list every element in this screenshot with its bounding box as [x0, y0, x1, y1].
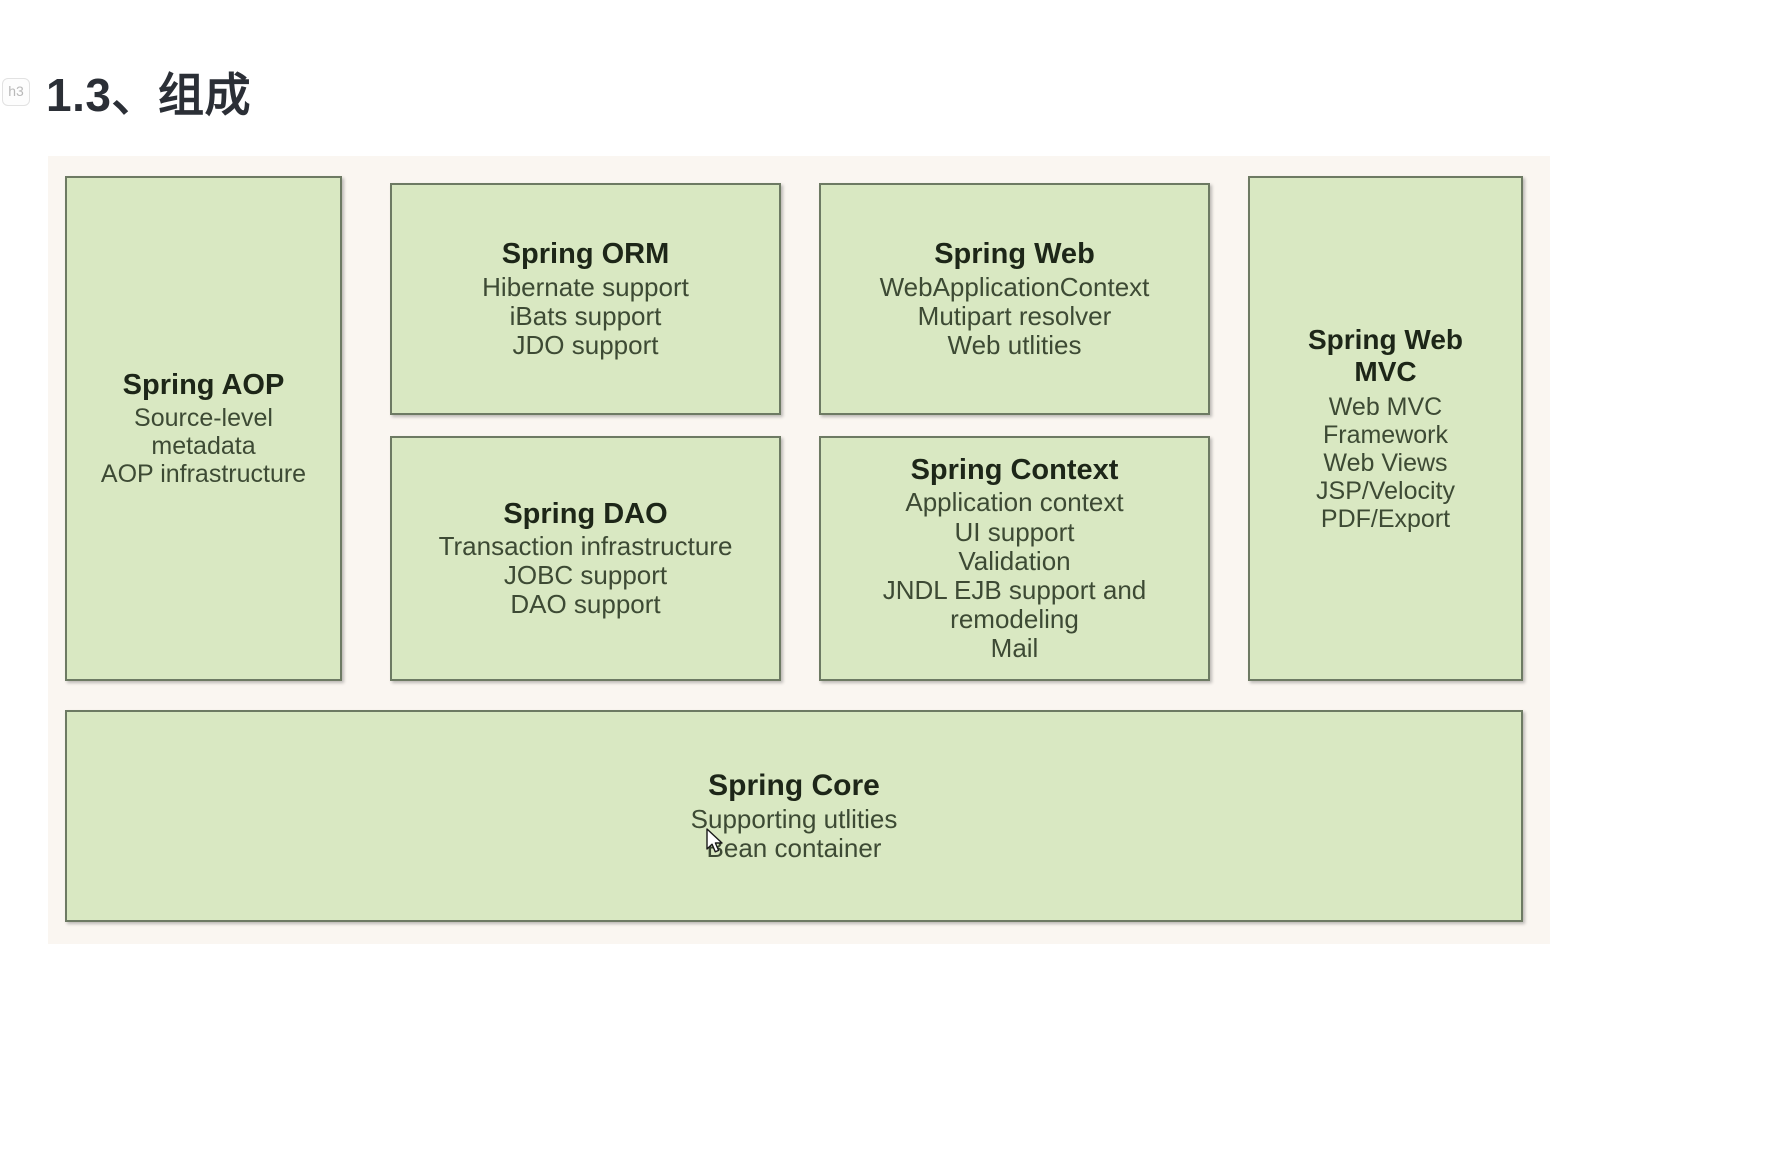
box-title: Spring Context: [910, 453, 1119, 486]
diagram-box-spring-orm: Spring ORM Hibernate support iBats suppo…: [390, 183, 781, 415]
box-line: JNDL EJB support and: [882, 574, 1147, 605]
box-line: JSP/Velocity: [1316, 476, 1455, 505]
spring-architecture-diagram: Spring AOP Source-level metadata AOP inf…: [48, 156, 1550, 944]
box-line: JOBC support: [503, 560, 668, 591]
box-lines: WebApplicationContext Mutipart resolver …: [879, 271, 1150, 360]
box-title: Spring DAO: [503, 497, 668, 530]
box-line: Mutipart resolver: [917, 300, 1112, 331]
diagram-box-spring-aop: Spring AOP Source-level metadata AOP inf…: [65, 176, 342, 681]
box-title: Spring ORM: [501, 238, 670, 271]
diagram-box-spring-context: Spring Context Application context UI su…: [819, 436, 1210, 681]
box-line: Validation: [958, 545, 1071, 576]
box-line: iBats support: [509, 300, 662, 331]
diagram-box-spring-web: Spring Web WebApplicationContext Mutipar…: [819, 183, 1210, 415]
box-line: metadata: [151, 431, 256, 460]
box-lines: Source-level metadata AOP infrastructure: [101, 404, 306, 488]
box-lines: Supporting utlities Bean container: [690, 803, 898, 863]
box-line: Web Views: [1323, 448, 1448, 477]
box-title: Spring Web MVC: [1307, 324, 1464, 387]
page-heading: h3 1.3、组成: [0, 56, 1790, 128]
box-lines: Web MVC Framework Web Views JSP/Velocity…: [1316, 393, 1455, 533]
box-line: Transaction infrastructure: [438, 531, 733, 562]
box-line: Web MVC: [1328, 392, 1443, 421]
box-line: Mail: [990, 632, 1039, 663]
box-line: Application context: [905, 487, 1124, 518]
box-line: DAO support: [510, 589, 661, 620]
heading-level-badge: h3: [2, 78, 30, 106]
diagram-box-spring-core: Spring Core Supporting utlities Bean con…: [65, 710, 1523, 922]
box-line: WebApplicationContext: [879, 271, 1150, 302]
diagram-box-spring-web-mvc: Spring Web MVC Web MVC Framework Web Vie…: [1248, 176, 1523, 681]
box-line: Web utlities: [947, 329, 1082, 360]
box-title: Spring Core: [708, 769, 880, 803]
box-title: Spring Web: [934, 238, 1095, 271]
box-line: Supporting utlities: [690, 803, 898, 834]
box-lines: Transaction infrastructure JOBC support …: [438, 531, 733, 620]
box-lines: Hibernate support iBats support JDO supp…: [482, 271, 689, 360]
box-lines: Application context UI support Validatio…: [883, 488, 1147, 663]
box-line: PDF/Export: [1320, 504, 1451, 533]
box-line: JDO support: [512, 329, 659, 360]
box-line: remodeling: [950, 603, 1079, 634]
diagram-box-spring-dao: Spring DAO Transaction infrastructure JO…: [390, 436, 781, 681]
box-line: Hibernate support: [482, 271, 689, 302]
box-line: Framework: [1322, 420, 1448, 449]
box-line: UI support: [954, 516, 1075, 547]
box-title: Spring AOP: [122, 369, 285, 402]
page-title: 1.3、组成: [46, 69, 251, 121]
box-line: Source-level: [134, 403, 273, 432]
box-line: Bean container: [706, 832, 882, 863]
box-line: AOP infrastructure: [100, 459, 307, 488]
